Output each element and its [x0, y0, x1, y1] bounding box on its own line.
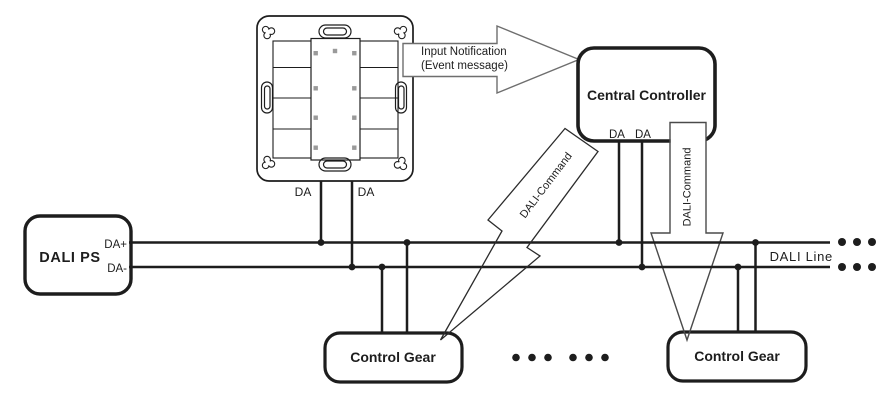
gear-continuation-dots-middle: [512, 353, 609, 362]
panel-mount-slot-top: [318, 24, 352, 39]
bus-continuation-dots-right: [838, 238, 876, 271]
dali-command-diagonal-label: DALI-Command: [518, 151, 575, 221]
panel-side-slot-left: [260, 81, 274, 114]
input-arrow-label-line2: (Event message): [421, 60, 508, 72]
dali-ps-title: DALI PS: [39, 250, 100, 266]
central-controller-da-right-label: DA: [635, 129, 651, 141]
dali-ps-box: DALI PS DA+ DA-: [23, 214, 133, 296]
panel-mount-slot-bottom: [318, 157, 352, 172]
wall-switch-da-left-label: DA: [295, 185, 312, 199]
input-notification-arrow: Input Notification (Event message): [402, 24, 581, 95]
panel-center-bar: [310, 37, 361, 161]
dali-ps-da-plus-label: DA+: [104, 239, 127, 251]
panel-side-slot-right: [394, 81, 408, 114]
dali-bus: [129, 141, 830, 333]
control-gear-right-box: Control Gear: [666, 330, 808, 383]
panel-screw-clovers: [261, 25, 408, 171]
control-gear-left-box: Control Gear: [323, 331, 464, 384]
panel-led-dots: [313, 48, 357, 150]
central-controller-box: Central Controller DA DA: [576, 46, 717, 143]
dali-command-vertical-label: DALI-Command: [682, 148, 694, 227]
dali-command-arrow-vertical: DALI-Command: [650, 121, 724, 343]
wall-switch-da-right-label: DA: [358, 185, 375, 199]
wall-switch-panel: [256, 15, 414, 182]
control-gear-right-title: Control Gear: [694, 348, 780, 364]
block-arrow-right-icon: [402, 24, 581, 95]
dali-command-arrow-diagonal: DALI-Command: [439, 127, 599, 341]
bus-junction-dots: [317, 239, 759, 271]
lightning-arrow-icon: [439, 127, 599, 341]
dali-line-label: DALI Line: [770, 249, 833, 264]
down-block-arrow-icon: [650, 121, 724, 343]
central-controller-title: Central Controller: [587, 87, 707, 103]
input-arrow-label-line1: Input Notification: [421, 46, 507, 58]
central-controller-da-left-label: DA: [609, 129, 625, 141]
control-gear-left-title: Control Gear: [350, 349, 436, 365]
dali-ps-da-minus-label: DA-: [107, 263, 127, 275]
